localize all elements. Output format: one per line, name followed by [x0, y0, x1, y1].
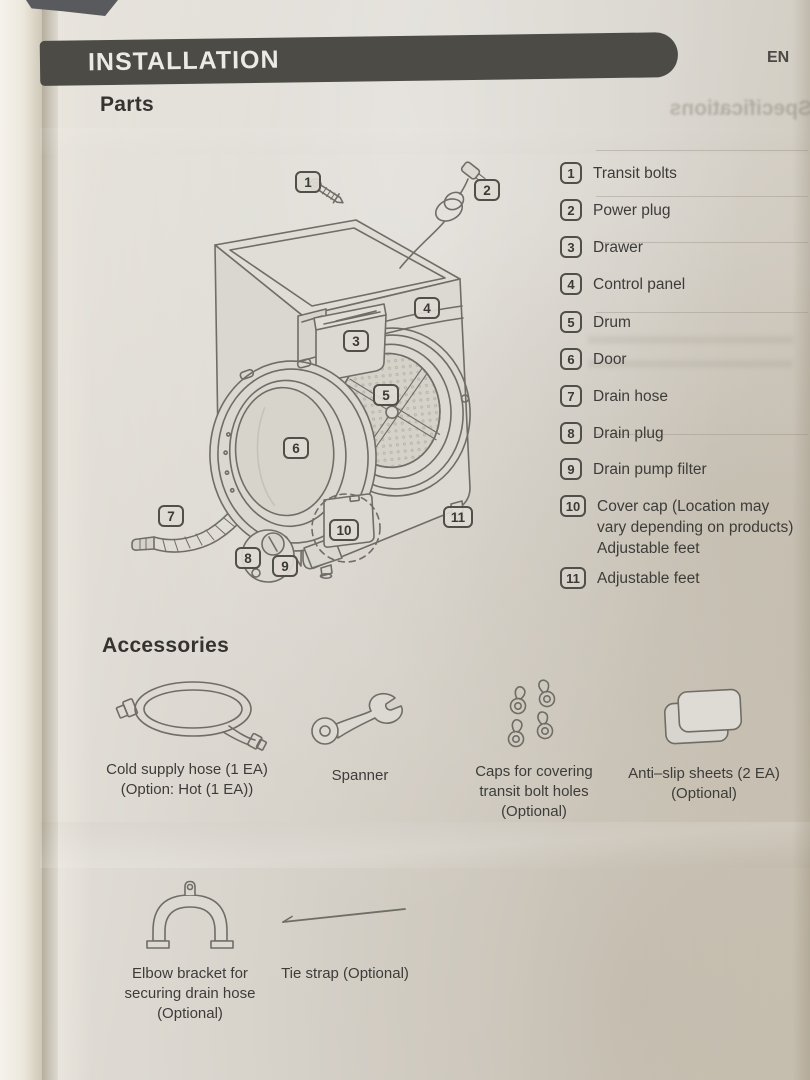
parts-list-item: 11 Adjustable feet	[560, 567, 700, 589]
part-number-badge: 11	[560, 567, 586, 589]
accessory-label: Cold supply hose (1 EA) (Option: Hot (1 …	[106, 761, 268, 798]
bleedthrough-table-line	[596, 434, 808, 435]
parts-list-item: 3 Drawer	[560, 236, 643, 258]
elbow-bracket-icon	[143, 872, 238, 958]
language-badge: EN	[767, 49, 790, 66]
diagram-callout: 4	[414, 297, 440, 319]
page-edge-shadow	[792, 0, 810, 1080]
bleedthrough-table-line	[596, 196, 808, 197]
part-number-badge: 9	[560, 458, 582, 480]
parts-list: 1 Transit bolts 2 Power plug 3 Drawer 4 Cont…	[560, 162, 806, 632]
part-label: Control panel	[593, 276, 686, 293]
accessory-label: Anti–slip sheets (2 EA) (Optional)	[628, 765, 780, 802]
diagram-callout: 1	[295, 171, 321, 193]
parts-list-item: 8 Drain plug	[560, 422, 664, 444]
part-number-badge: 8	[560, 422, 582, 444]
paper-crease	[40, 822, 810, 868]
page-spine-highlight	[58, 0, 92, 1080]
parts-list-item: 1 Transit bolts	[560, 162, 677, 184]
installation-header-bar: INSTALLATION	[39, 32, 679, 86]
part-number-badge: 1	[560, 162, 582, 184]
part-label: Drain pump filter	[593, 461, 707, 478]
diagram-callout: 8	[235, 547, 261, 569]
accessory-item: Anti–slip sheets (2 EA) (Optional)	[612, 676, 796, 804]
diagram-callout: 3	[343, 330, 369, 352]
parts-list-item: 10 Cover cap (Location may vary depending…	[560, 495, 793, 559]
diagram-callout: 6	[283, 437, 309, 459]
diagram-callout: 2	[474, 179, 500, 201]
parts-list-item: 7 Drain hose	[560, 385, 668, 407]
parts-list-item: 9 Drain pump filter	[560, 458, 707, 480]
accessory-label: Elbow bracket for securing drain hose (O…	[124, 965, 256, 1022]
accessory-item: Caps for covering transit bolt holes (Op…	[452, 674, 616, 822]
page-title: INSTALLATION	[87, 45, 280, 77]
diagram-callout: 10	[329, 519, 359, 541]
part-label: Drain hose	[593, 388, 668, 405]
bleedthrough-table-line	[596, 242, 808, 243]
underlying-page-edge	[0, 0, 42, 1080]
accessory-label: Tie strap (Optional)	[281, 965, 409, 982]
spanner-icon	[305, 678, 415, 760]
part-label: Drum	[593, 314, 631, 331]
transit-bolt-hole-caps-icon	[497, 674, 572, 756]
part-label: Cover cap (Location may vary depending o…	[597, 498, 794, 557]
accessories-section-title: Accessories	[102, 634, 230, 657]
cold-supply-hose-icon	[105, 672, 270, 754]
part-number-badge: 2	[560, 199, 582, 221]
anti-slip-sheets-icon	[659, 676, 749, 758]
part-label: Door	[593, 351, 627, 368]
bleedthrough-specifications-text: Specifications	[669, 97, 810, 120]
paper-crease	[40, 128, 810, 154]
tie-strap-icon	[275, 872, 415, 958]
part-number-badge: 7	[560, 385, 582, 407]
accessory-item: Cold supply hose (1 EA) (Option: Hot (1 …	[88, 672, 286, 800]
accessory-item: Tie strap (Optional)	[262, 872, 428, 984]
bleedthrough-table-line	[596, 312, 808, 313]
part-label: Drawer	[593, 239, 643, 256]
part-label: Transit bolts	[593, 165, 677, 182]
washing-machine-diagram: 1 2 3 4 5 6 7 8 9 10 11	[118, 148, 554, 626]
part-number-badge: 3	[560, 236, 582, 258]
bleedthrough-text-smudge	[588, 336, 793, 382]
accessory-label: Spanner	[331, 767, 389, 784]
washing-machine-line-art	[131, 161, 486, 583]
page-spine-fold	[42, 0, 58, 1080]
accessory-item: Elbow bracket for securing drain hose (O…	[92, 872, 288, 1024]
part-number-badge: 5	[560, 311, 582, 333]
diagram-callout: 11	[443, 506, 473, 528]
parts-list-item: 6 Door	[560, 348, 627, 370]
diagram-callout: 7	[158, 505, 184, 527]
part-number-badge: 10	[560, 495, 586, 517]
accessory-label: Caps for covering transit bolt holes (Op…	[475, 763, 593, 820]
part-number-badge: 4	[560, 273, 582, 295]
parts-list-item: 5 Drum	[560, 311, 631, 333]
part-label: Drain plug	[593, 425, 664, 442]
parts-section-title: Parts	[100, 93, 155, 116]
accessory-item: Spanner	[292, 678, 428, 786]
bleedthrough-table-line	[596, 150, 808, 151]
diagram-callout: 9	[272, 555, 298, 577]
part-label: Power plug	[593, 202, 671, 219]
parts-list-item: 2 Power plug	[560, 199, 671, 221]
part-label: Adjustable feet	[597, 570, 700, 587]
diagram-callout: 5	[373, 384, 399, 406]
parts-list-item: 4 Control panel	[560, 273, 685, 295]
part-number-badge: 6	[560, 348, 582, 370]
